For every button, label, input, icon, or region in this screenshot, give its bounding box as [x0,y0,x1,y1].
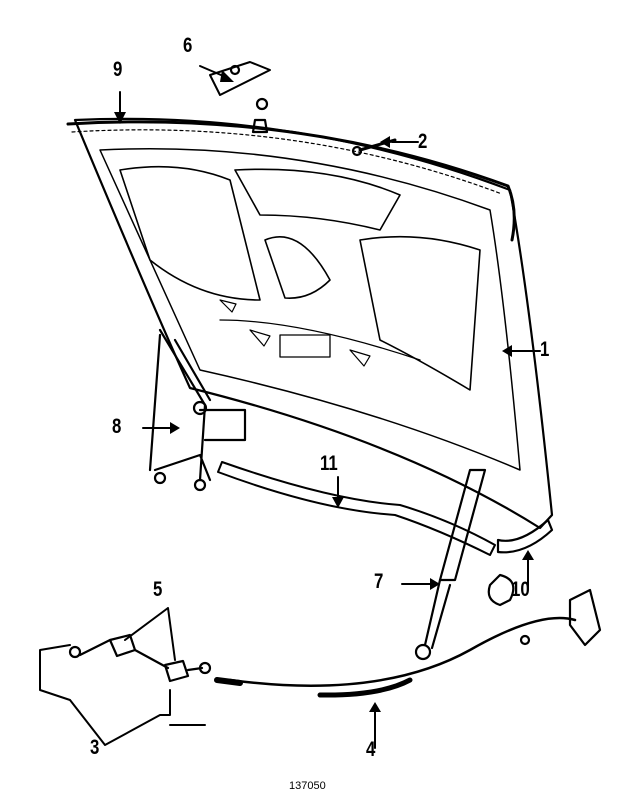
callout-5: 5 [153,578,163,601]
callout-11: 11 [320,452,338,475]
insulator-11 [217,461,496,556]
clips-5 [68,633,212,683]
callout-4: 4 [366,738,376,761]
hinge-8 [148,328,247,492]
callout-2: 2 [418,130,428,153]
callout-10: 10 [511,578,530,601]
release-cable-4 [214,588,602,698]
arrowheads [114,70,534,712]
diagram-number: 137050 [289,780,326,792]
hood-panel [73,117,554,530]
bumper-6 [209,61,271,134]
support-strut-7 [414,468,515,661]
callout-1: 1 [540,338,550,361]
callout-6: 6 [183,34,193,57]
callout-7: 7 [374,570,384,593]
weatherstrip-9 [66,120,516,242]
seal-10 [496,518,554,554]
callout-3: 3 [90,736,100,759]
callout-8: 8 [112,415,122,438]
leader-lines [39,65,541,749]
callout-9: 9 [113,58,123,81]
